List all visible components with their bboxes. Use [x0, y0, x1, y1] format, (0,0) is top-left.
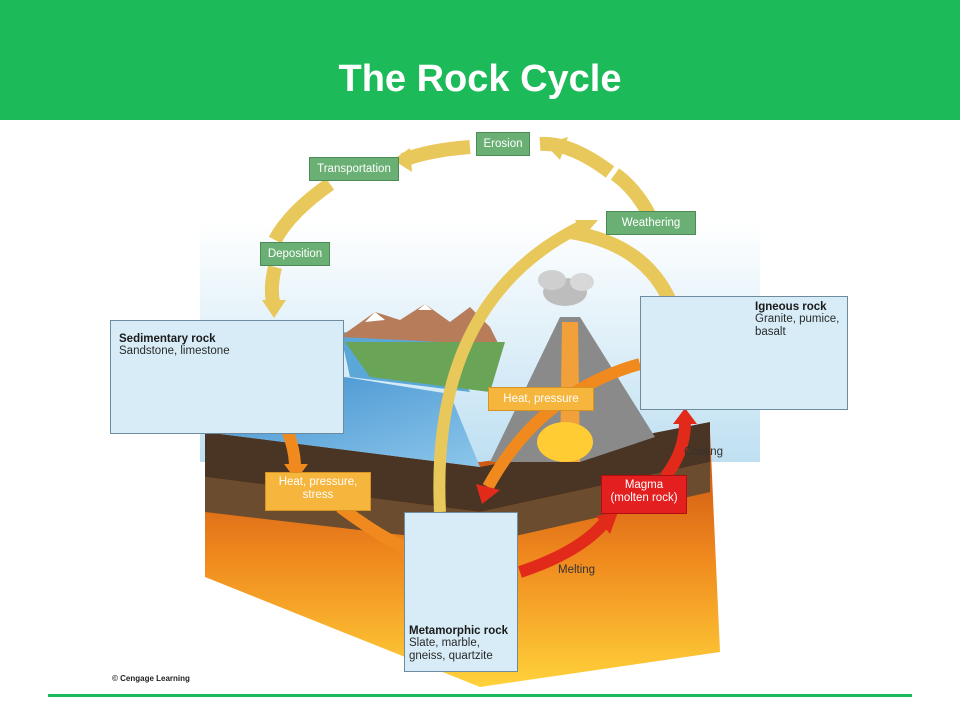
slide-title: The Rock Cycle: [338, 58, 622, 100]
title-banner: [0, 0, 960, 120]
metamorphic-rock-title: Metamorphic rock: [409, 625, 509, 637]
weathering-label: Weathering: [606, 211, 696, 235]
copyright-credit: © Cengage Learning: [112, 674, 190, 683]
footer-divider: [48, 694, 912, 697]
heat-pressure-stress-label: Heat, pressure, stress: [265, 472, 371, 511]
heat-pressure-label: Heat, pressure: [488, 387, 594, 411]
igneous-rock-examples: Granite, pumice, basalt: [755, 313, 840, 338]
sedimentary-rock-examples: Sandstone, limestone: [119, 345, 230, 357]
sedimentary-rock-box: Sedimentary rock Sandstone, limestone: [110, 320, 344, 434]
erosion-label: Erosion: [476, 132, 530, 156]
transportation-label: Transportation: [309, 157, 399, 181]
igneous-rock-box: Igneous rock Granite, pumice, basalt: [640, 296, 848, 410]
magma-label: Magma (molten rock): [601, 475, 687, 514]
deposition-label: Deposition: [260, 242, 330, 266]
metamorphic-rock-box: Metamorphic rock Slate, marble, gneiss, …: [404, 512, 518, 672]
rock-cycle-figure: Erosion Transportation Deposition Weathe…: [110, 132, 848, 688]
metamorphic-rock-examples: Slate, marble, gneiss, quartzite: [409, 637, 493, 662]
melting-label: Melting: [558, 564, 596, 576]
cooling-label: Cooling: [684, 446, 723, 458]
igneous-rock-title: Igneous rock: [755, 301, 827, 313]
sedimentary-rock-title: Sedimentary rock: [119, 333, 216, 345]
